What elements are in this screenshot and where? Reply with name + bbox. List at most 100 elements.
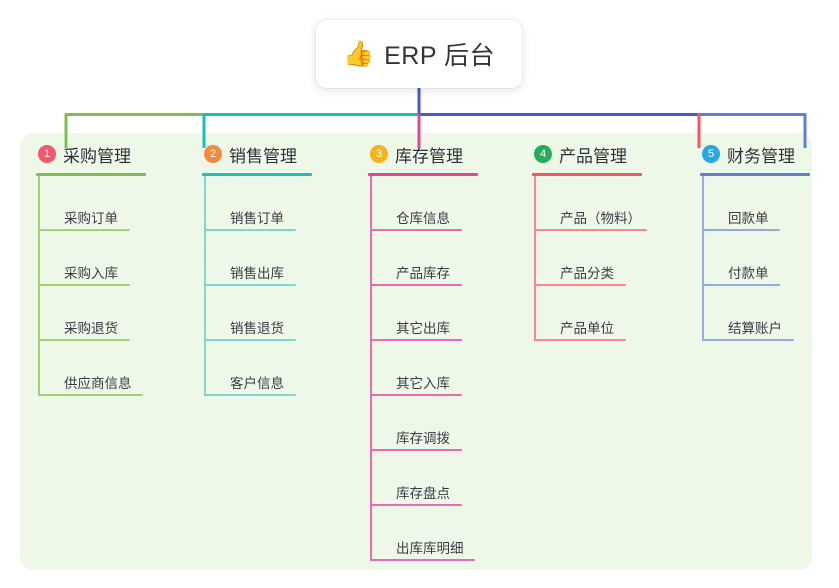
list-item-label: 产品单位	[560, 321, 614, 336]
list-item-label: 供应商信息	[64, 376, 132, 391]
list-item-label: 仓库信息	[396, 211, 450, 226]
list-item-label: 库存盘点	[396, 486, 450, 501]
list-item[interactable]: 结算账户	[700, 286, 839, 341]
list-item-underline	[38, 394, 143, 396]
list-item-underline	[370, 394, 462, 396]
list-item-label: 其它出库	[396, 321, 450, 336]
list-item[interactable]: 产品单位	[532, 286, 692, 341]
list-item-underline	[702, 284, 780, 286]
list-item[interactable]: 出库库明细	[368, 506, 518, 561]
list-item[interactable]: 付款单	[700, 231, 839, 286]
list-item-label: 回款单	[728, 211, 769, 226]
branch-title-5: 财务管理	[727, 146, 795, 166]
list-item-underline	[38, 339, 130, 341]
branch-column-5: 5 财务管理 回款单 付款单 结算账户	[700, 142, 839, 341]
branch-badge-4: 4	[534, 145, 552, 163]
list-item-label: 销售退货	[230, 321, 284, 336]
branch-header-3[interactable]: 3 库存管理	[368, 142, 518, 166]
branch-header-5[interactable]: 5 财务管理	[700, 142, 839, 166]
list-item[interactable]: 销售订单	[202, 176, 352, 231]
list-item-underline	[370, 504, 462, 506]
list-item[interactable]: 客户信息	[202, 341, 352, 396]
list-item-underline	[370, 449, 462, 451]
list-item-label: 产品库存	[396, 266, 450, 281]
list-item-underline	[204, 339, 296, 341]
list-item[interactable]: 库存调拨	[368, 396, 518, 451]
list-item-underline	[702, 229, 780, 231]
branch-badge-5: 5	[702, 145, 720, 163]
list-item[interactable]: 其它入库	[368, 341, 518, 396]
list-item-underline	[204, 284, 296, 286]
list-item-label: 库存调拨	[396, 431, 450, 446]
list-item[interactable]: 销售退货	[202, 286, 352, 341]
branch-title-4: 产品管理	[559, 146, 627, 166]
branch-badge-3: 3	[370, 145, 388, 163]
branch-title-2: 销售管理	[229, 146, 297, 166]
branch-underline-2	[202, 173, 312, 176]
branch-header-4[interactable]: 4 产品管理	[532, 142, 692, 166]
branch-items-1: 采购订单 采购入库 采购退货 供应商信息	[36, 176, 186, 396]
list-item[interactable]: 采购入库	[36, 231, 186, 286]
branch-items-5: 回款单 付款单 结算账户	[700, 176, 839, 341]
branch-items-2: 销售订单 销售出库 销售退货 客户信息	[202, 176, 352, 396]
branch-underline-3	[368, 173, 478, 176]
list-item-underline	[370, 229, 462, 231]
branch-items-3: 仓库信息 产品库存 其它出库 其它入库 库存调拨 库存盘点	[368, 176, 518, 561]
list-item-underline	[702, 339, 794, 341]
root-node[interactable]: 👍 ERP 后台	[316, 20, 522, 88]
list-item[interactable]: 其它出库	[368, 286, 518, 341]
list-item-label: 采购退货	[64, 321, 118, 336]
list-item-underline	[38, 229, 130, 231]
list-item[interactable]: 采购退货	[36, 286, 186, 341]
thumbs-up-icon: 👍	[342, 39, 375, 68]
branch-underline-1	[36, 173, 146, 176]
list-item-label: 出库库明细	[396, 541, 464, 556]
branch-items-4: 产品（物料） 产品分类 产品单位	[532, 176, 692, 341]
branch-spine-2	[204, 176, 206, 396]
branch-spine-5	[702, 176, 704, 341]
list-item-underline	[204, 394, 296, 396]
list-item-underline	[370, 559, 475, 561]
branch-header-2[interactable]: 2 销售管理	[202, 142, 352, 166]
list-item[interactable]: 回款单	[700, 176, 839, 231]
list-item[interactable]: 产品（物料）	[532, 176, 692, 231]
list-item-label: 产品（物料）	[560, 211, 641, 226]
branch-header-1[interactable]: 1 采购管理	[36, 142, 186, 166]
list-item-label: 其它入库	[396, 376, 450, 391]
list-item-label: 销售出库	[230, 266, 284, 281]
list-item-underline	[38, 284, 130, 286]
list-item[interactable]: 销售出库	[202, 231, 352, 286]
root-node-label: ERP 后台	[384, 42, 496, 70]
branch-title-1: 采购管理	[63, 146, 131, 166]
list-item-label: 销售订单	[230, 211, 284, 226]
list-item-underline	[534, 229, 647, 231]
list-item-label: 采购入库	[64, 266, 118, 281]
branch-spine-3	[370, 176, 372, 561]
list-item-underline	[370, 284, 462, 286]
branch-column-3: 3 库存管理 仓库信息 产品库存 其它出库 其它入库 库存调拨	[368, 142, 518, 561]
branch-spine-1	[38, 176, 40, 396]
list-item[interactable]: 供应商信息	[36, 341, 186, 396]
branch-badge-2: 2	[204, 145, 222, 163]
branch-title-3: 库存管理	[395, 146, 463, 166]
list-item-label: 付款单	[728, 266, 769, 281]
branch-underline-5	[700, 173, 810, 176]
list-item-underline	[370, 339, 462, 341]
branch-column-1: 1 采购管理 采购订单 采购入库 采购退货 供应商信息	[36, 142, 186, 396]
list-item[interactable]: 产品库存	[368, 231, 518, 286]
list-item-label: 结算账户	[728, 321, 782, 336]
list-item-label: 产品分类	[560, 266, 614, 281]
list-item-underline	[534, 284, 626, 286]
list-item-label: 采购订单	[64, 211, 118, 226]
branch-column-4: 4 产品管理 产品（物料） 产品分类 产品单位	[532, 142, 692, 341]
list-item[interactable]: 采购订单	[36, 176, 186, 231]
branch-badge-1: 1	[38, 145, 56, 163]
list-item-underline	[534, 339, 626, 341]
branch-spine-4	[534, 176, 536, 341]
list-item[interactable]: 库存盘点	[368, 451, 518, 506]
list-item-label: 客户信息	[230, 376, 284, 391]
list-item[interactable]: 产品分类	[532, 231, 692, 286]
list-item[interactable]: 仓库信息	[368, 176, 518, 231]
branches-background-panel	[20, 133, 812, 570]
